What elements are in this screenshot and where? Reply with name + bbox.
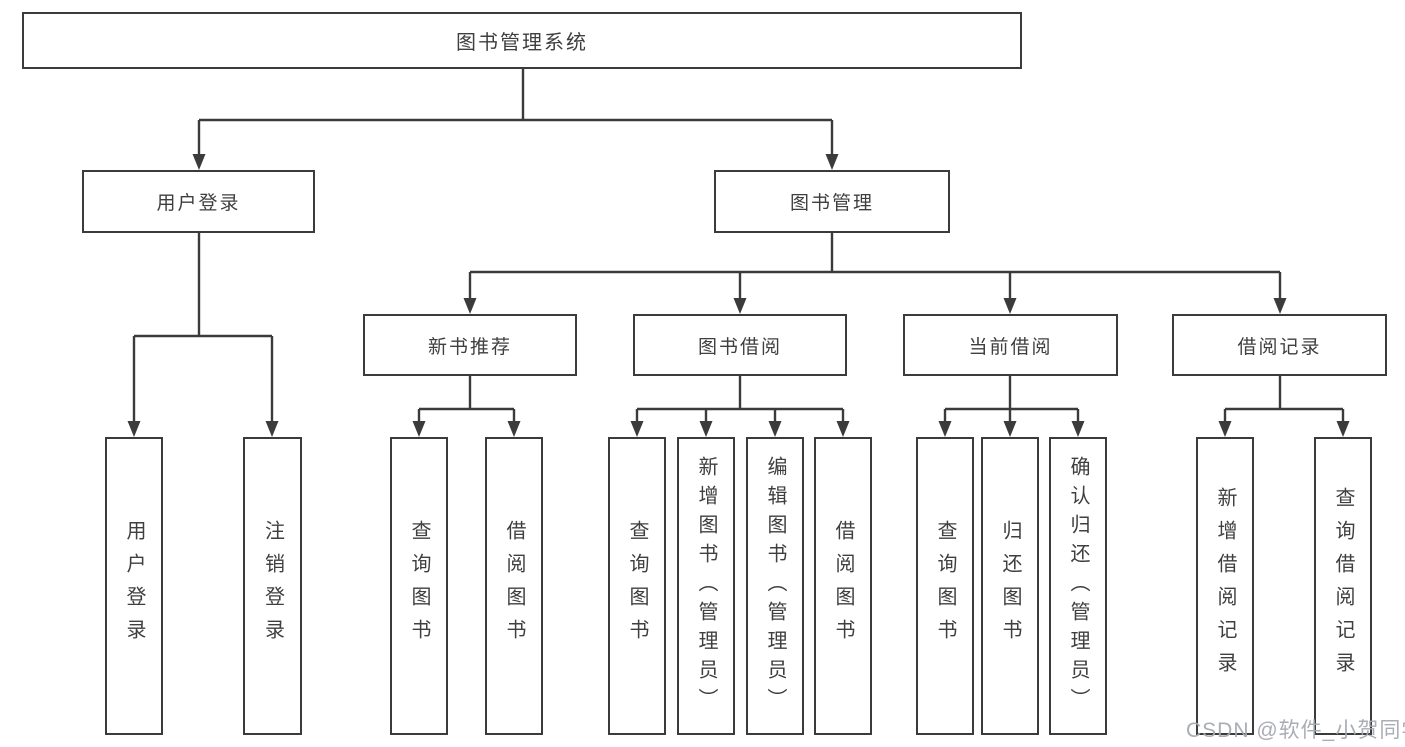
node-new-book-recommend: 新书推荐: [363, 314, 577, 376]
node-root-label: 图书管理系统: [456, 32, 588, 54]
node-book-borrow: 图书借阅: [633, 314, 847, 376]
leaf-return-book: 归还图书: [981, 437, 1039, 735]
leaf-query-borrow-record: 查询借阅记录: [1314, 437, 1372, 735]
node-book-borrow-label: 图书借阅: [697, 336, 782, 358]
node-current-borrow: 当前借阅: [903, 314, 1118, 376]
leaf-borrow-query-books: 查询图书: [608, 437, 666, 735]
leaf-edit-book-admin: 编辑图书（管理员）: [746, 437, 804, 735]
node-new-book-recommend-label: 新书推荐: [427, 336, 512, 358]
leaf-current-query-books: 查询图书: [916, 437, 974, 735]
node-root: 图书管理系统: [22, 12, 1022, 69]
leaf-add-book-admin: 新增图书（管理员）: [677, 437, 735, 735]
leaf-user-login: 用户登录: [105, 437, 163, 735]
leaf-recommend-query-books: 查询图书: [390, 437, 448, 735]
node-book-management: 图书管理: [714, 170, 950, 233]
leaf-logout: 注销登录: [243, 437, 302, 735]
arrowheads: [127, 154, 1350, 437]
leaf-add-borrow-record: 新增借阅记录: [1196, 437, 1254, 735]
node-user-login: 用户登录: [82, 170, 315, 233]
node-borrow-records-label: 借阅记录: [1237, 336, 1322, 358]
leaf-recommend-borrow-books: 借阅图书: [485, 437, 543, 735]
csdn-watermark: CSDN @软件_小贺同学: [1186, 719, 1405, 742]
node-user-login-label: 用户登录: [156, 193, 241, 214]
leaf-confirm-return-admin: 确认归还（管理员）: [1049, 437, 1107, 735]
leaf-borrow-books: 借阅图书: [814, 437, 872, 735]
node-borrow-records: 借阅记录: [1172, 314, 1387, 376]
node-book-management-label: 图书管理: [789, 193, 874, 214]
node-current-borrow-label: 当前借阅: [968, 336, 1053, 358]
